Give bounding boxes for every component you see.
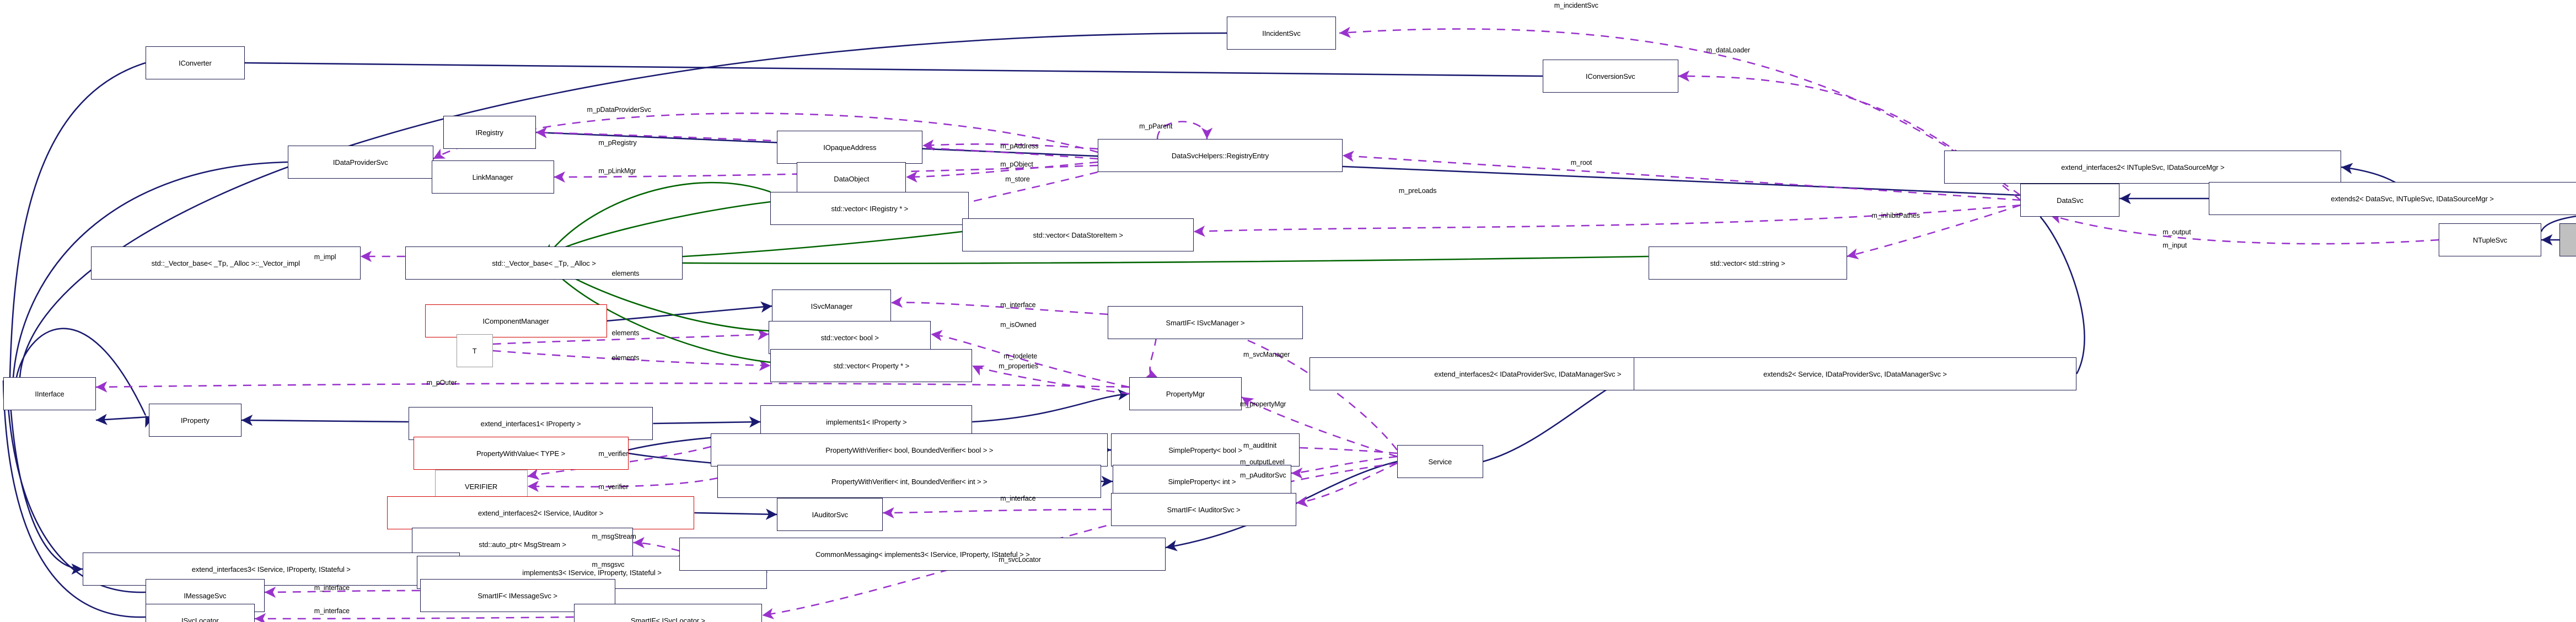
class-node-vec_iregistry[interactable]: std::vector< IRegistry * >	[770, 192, 969, 225]
class-node-registryentry[interactable]: DataSvcHelpers::RegistryEntry	[1098, 139, 1343, 172]
class-node-commonmessaging[interactable]: CommonMessaging< implements3< IService, …	[679, 538, 1166, 571]
edge-label-m_incidentSvc: m_incidentSvc	[1554, 2, 1598, 9]
class-node-e2_service[interactable]: extends2< Service, IDataProviderSvc, IDa…	[1633, 357, 2077, 390]
class-node-smartif_isvcmanager[interactable]: SmartIF< ISvcManager >	[1108, 306, 1303, 339]
class-node-tparam[interactable]: T	[456, 334, 493, 367]
edge-label-m_pObject: m_pObject	[1000, 160, 1033, 168]
class-node-ei2_iservice_iauditor[interactable]: extend_interfaces2< IService, IAuditor >	[387, 496, 695, 529]
class-node-simpleprop_bool[interactable]: SimpleProperty< bool >	[1111, 433, 1300, 467]
class-node-smartif_isvclocator[interactable]: SmartIF< ISvcLocator >	[573, 604, 763, 622]
edge-label-m_todelete: m_todelete	[1003, 352, 1038, 360]
edge-label-m_pParent: m_pParent	[1139, 122, 1173, 130]
class-node-e2_datasvc[interactable]: extends2< DataSvc, INTupleSvc, IDataSour…	[2209, 182, 2576, 215]
class-node-vec_property[interactable]: std::vector< Property * >	[770, 349, 973, 382]
class-node-iproperty[interactable]: IProperty	[148, 404, 242, 437]
edge-label-m_interface3: m_interface	[314, 584, 350, 592]
edge-label-m_pLinkMgr: m_pLinkMgr	[598, 167, 636, 175]
edge-label-m_pRegistry: m_pRegistry	[598, 139, 637, 147]
class-node-tagcollectionsvc[interactable]: TagCollectionSvc	[2559, 223, 2576, 256]
edge-label-elements1: elements	[611, 270, 640, 277]
class-node-smartif_iauditorsvc[interactable]: SmartIF< IAuditorSvc >	[1111, 493, 1296, 526]
class-node-pwverifier_int[interactable]: PropertyWithVerifier< int, BoundedVerifi…	[717, 465, 1102, 498]
edge-label-m_output: m_output	[2162, 228, 2191, 236]
class-node-icomponentmanager[interactable]: IComponentManager	[425, 304, 607, 337]
class-node-linkmanager[interactable]: LinkManager	[431, 160, 554, 194]
class-node-ei2_ntuple[interactable]: extend_interfaces2< INTupleSvc, IDataSou…	[1944, 151, 2342, 184]
class-node-iconversionsvc[interactable]: IConversionSvc	[1542, 60, 1678, 93]
class-node-iregistry[interactable]: IRegistry	[443, 116, 536, 149]
class-node-iauditorsvc[interactable]: IAuditorSvc	[777, 498, 883, 531]
class-node-service[interactable]: Service	[1397, 445, 1483, 478]
edge-label-m_verifier1: m_verifier	[598, 450, 629, 458]
class-node-simpleprop_int[interactable]: SimpleProperty< int >	[1113, 465, 1291, 498]
edge-label-m_properties: m_properties	[999, 362, 1038, 370]
edge-label-m_preLoads: m_preLoads	[1398, 187, 1437, 195]
class-node-isvcmanager[interactable]: ISvcManager	[772, 289, 892, 323]
edge-label-elements3: elements	[611, 354, 640, 362]
edge-label-m_pDataProviderSvc: m_pDataProviderSvc	[587, 106, 651, 114]
edge-label-m_verifier2: m_verifier	[598, 483, 629, 491]
class-node-iinterface[interactable]: IInterface	[3, 377, 96, 410]
class-node-vec_datastoreitem[interactable]: std::vector< DataStoreItem >	[962, 218, 1194, 251]
template-edges	[539, 181, 1649, 363]
edge-label-m_svcManager: m_svcManager	[1243, 351, 1290, 358]
edge-label-elements2: elements	[611, 329, 640, 337]
class-node-iconverter[interactable]: IConverter	[145, 46, 245, 79]
class-node-dataobject[interactable]: DataObject	[797, 162, 906, 195]
class-node-vecbase[interactable]: std::_Vector_base< _Tp, _Alloc >	[405, 246, 683, 280]
edge-label-m_interface1: m_interface	[1000, 301, 1036, 309]
edge-label-m_impl: m_impl	[314, 253, 336, 261]
edge-label-m_interface4: m_interface	[314, 607, 350, 615]
class-node-vec_string[interactable]: std::vector< std::string >	[1648, 246, 1847, 280]
edge-label-m_pAuditorSvc: m_pAuditorSvc	[1240, 471, 1286, 479]
class-node-propertymgr[interactable]: PropertyMgr	[1129, 377, 1242, 410]
edge-label-m_inhibitPathes: m_inhibitPathes	[1871, 212, 1920, 219]
class-node-ei1_iproperty[interactable]: extend_interfaces1< IProperty >	[408, 407, 653, 440]
class-node-iopaqueaddress[interactable]: IOpaqueAddress	[777, 131, 923, 164]
class-node-isvclocator[interactable]: ISvcLocator	[145, 604, 255, 622]
edge-label-m_pOuter: m_pOuter	[426, 379, 457, 387]
edge-label-m_svcLocator: m_svcLocator	[999, 556, 1041, 564]
edge-label-m_interface2: m_interface	[1000, 495, 1036, 502]
class-node-datasvc[interactable]: DataSvc	[2020, 184, 2120, 217]
class-node-idataprovidersvc[interactable]: IDataProviderSvc	[287, 146, 433, 179]
class-node-impl1_iproperty[interactable]: implements1< IProperty >	[760, 405, 973, 438]
class-node-vec_bool[interactable]: std::vector< bool >	[769, 321, 931, 354]
edge-label-m_msgsvc: m_msgsvc	[592, 561, 625, 569]
edge-label-m_isOwned: m_isOwned	[1000, 321, 1037, 329]
edge-label-m_propertyMgr: m_propertyMgr	[1240, 400, 1286, 408]
class-node-pwverifier_bool[interactable]: PropertyWithVerifier< bool, BoundedVerif…	[711, 433, 1108, 467]
edge-label-m_pAddress: m_pAddress	[1000, 142, 1039, 150]
class-node-pwv_type[interactable]: PropertyWithValue< TYPE >	[413, 437, 629, 470]
class-node-iincidentsvc[interactable]: IIncidentSvc	[1227, 17, 1336, 50]
edge-label-m_dataLoader: m_dataLoader	[1706, 46, 1751, 54]
edge-label-m_input: m_input	[2162, 242, 2187, 249]
class-node-vecbase_impl[interactable]: std::_Vector_base< _Tp, _Alloc >::_Vecto…	[90, 246, 361, 280]
edge-label-m_outputLevel: m_outputLevel	[1240, 458, 1285, 466]
edge-label-m_root: m_root	[1570, 159, 1592, 167]
edge-label-m_msgStream: m_msgStream	[592, 533, 636, 540]
class-node-ei3_service[interactable]: extend_interfaces3< IService, IProperty,…	[82, 553, 460, 586]
class-node-ntuplesvc[interactable]: NTupleSvc	[2439, 223, 2541, 256]
edge-label-m_auditInit: m_auditInit	[1243, 442, 1277, 449]
edge-label-m_store: m_store	[1005, 175, 1030, 183]
